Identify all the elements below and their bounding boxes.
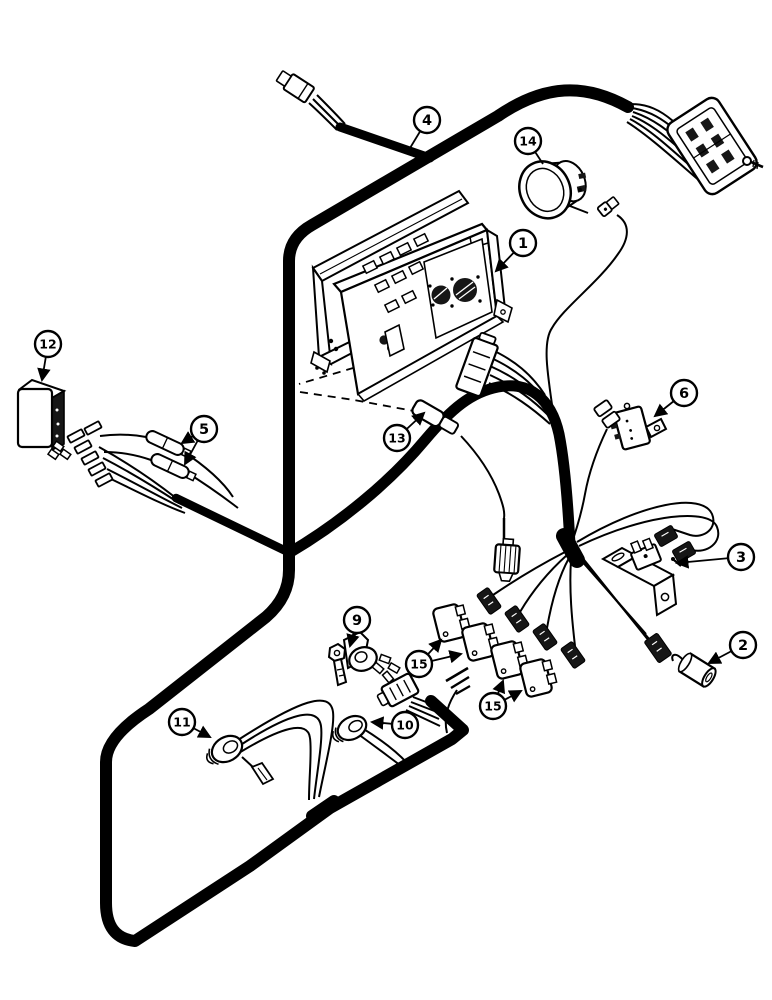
callout-balloon [382,423,412,453]
indicator-bulb [677,652,717,688]
callout-10: 10 [369,710,420,740]
callout-balloon [728,630,758,660]
callout-number: 5 [199,422,209,438]
callout-number: 3 [736,550,746,566]
lower-junction [306,795,340,822]
callout-number: 6 [679,386,689,402]
cluster-harness-connector [455,331,499,398]
callout-12: 12 [33,329,63,382]
inline-connector-13 [411,399,521,583]
flasher-connector [593,399,621,429]
callout-number: 15 [484,699,501,714]
temperature-probe [493,537,521,583]
ignition-switch [327,630,401,687]
callout-number: 12 [39,337,56,352]
switch-mounting-bracket [600,537,682,617]
callout-13: 13 [382,411,426,453]
callout-number: 13 [388,431,405,446]
callout-14: 14 [513,126,544,165]
turn-signal-flasher [593,399,668,451]
lamp-socket-10 [331,714,368,743]
callout-4: 4 [406,105,442,154]
callout-6: 6 [653,378,699,418]
callout-balloon [404,649,434,679]
lamp-socket-11 [205,734,275,786]
mounting-screw-icon [742,156,764,170]
callout-balloon [412,105,442,135]
callout-number: 11 [173,715,190,730]
callout-layer: 4 14 1 12 5 13 6 3 2 9 15 15 10 11 [33,105,758,740]
callout-balloon [167,707,197,737]
harness-branch-left [171,493,293,557]
gauge-pigtail-plug [596,196,620,217]
callout-11: 11 [167,707,212,738]
callout-3: 3 [674,542,756,572]
tachometer-gauge [518,160,587,220]
circuit-breakers [432,603,558,698]
callout-number: 9 [352,613,362,629]
spade-terminal-cluster [66,420,114,488]
callout-5: 5 [180,414,219,466]
callout-balloon [342,605,372,635]
inline-diode-connectors [145,430,197,482]
callout-balloon [726,542,756,572]
callout-balloon [508,228,538,258]
callout-number: 1 [518,236,528,252]
flasher-relay [16,378,72,461]
callout-1: 1 [494,228,538,273]
harness-branch-to-fan-junction [283,380,576,559]
harness-connector-blocks [476,525,696,669]
fan-junction [556,528,585,568]
callout-number: 2 [738,638,748,654]
callout-number: 15 [410,657,427,672]
callout-number: 14 [519,134,537,149]
harness-stub-top-left [335,122,435,163]
callout-balloon [478,691,508,721]
callout-balloon [33,329,63,359]
dashed-reference-lines [298,343,450,412]
callout-2: 2 [707,630,758,664]
ground-symbol-icon [445,666,471,695]
callout-balloon [513,126,543,156]
callout-9: 9 [342,605,372,648]
main-harness-cable [100,84,634,947]
callout-number: 4 [422,113,432,129]
harness-end-plug [275,70,315,104]
callout-number: 10 [396,718,414,733]
callout-balloon [390,710,420,740]
lower-harness-connector [376,672,420,708]
callout-15: 15 [404,638,463,679]
callout-balloon [189,414,219,444]
instrument-panel [310,189,513,403]
bulkhead-connector-block [666,96,764,196]
callout-15: 15 [478,679,523,721]
callout-balloon [669,378,699,408]
